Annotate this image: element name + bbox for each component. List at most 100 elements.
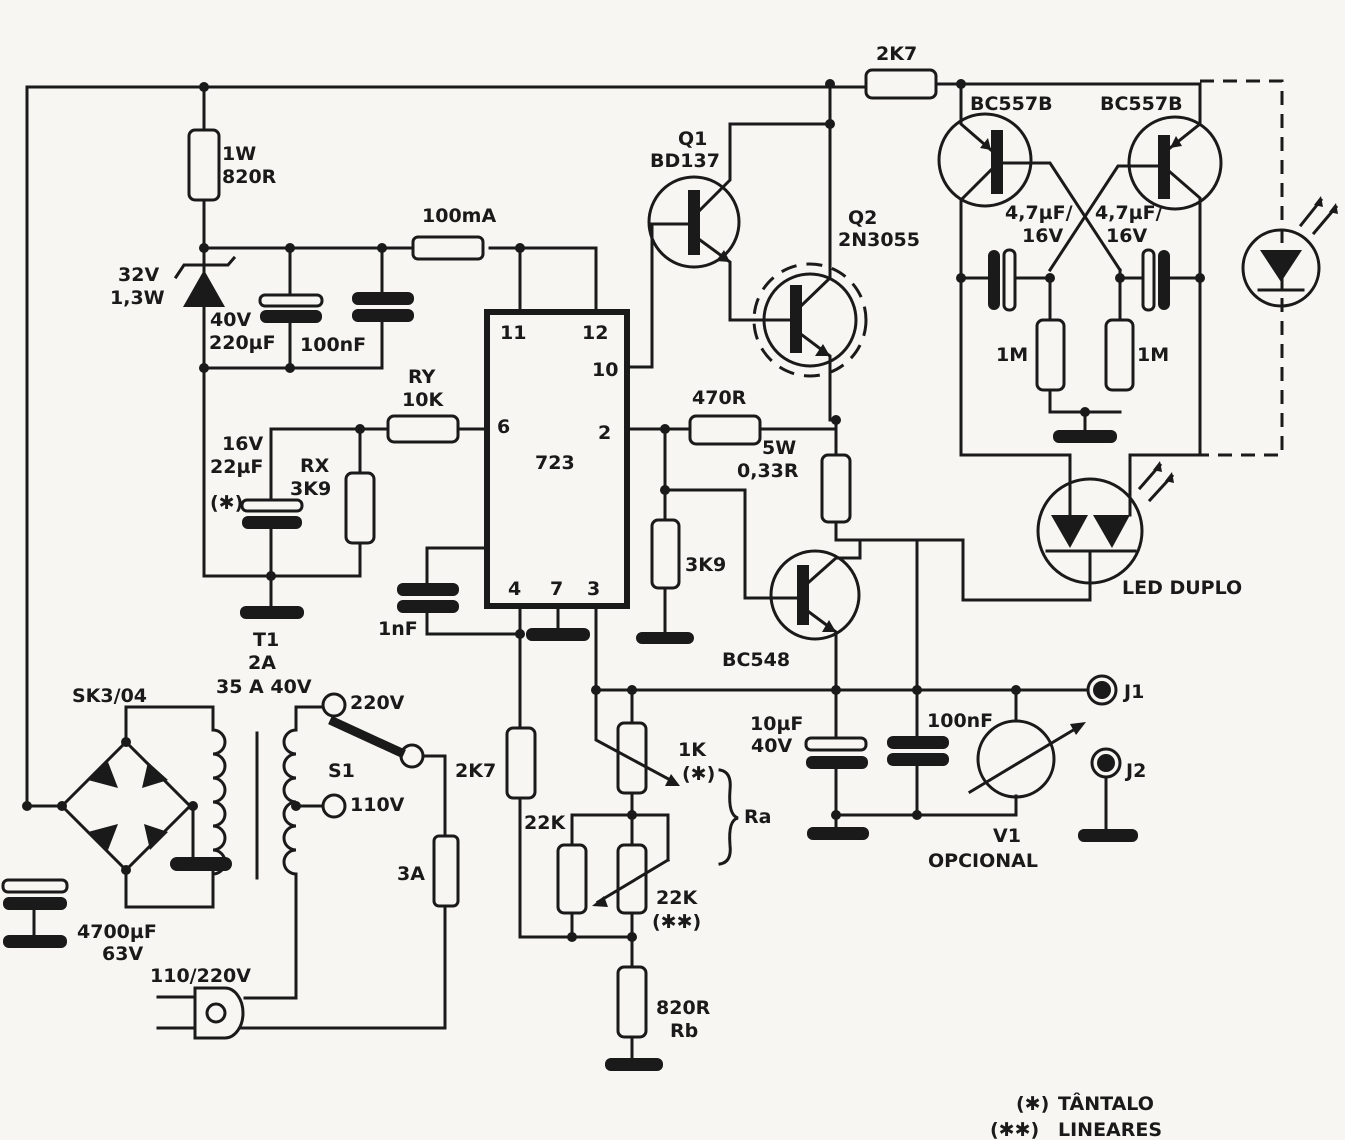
meter-arrow-icon — [1070, 722, 1086, 735]
led-duplo: LED DUPLO — [858, 453, 1242, 602]
wiper-arrow-icon — [665, 774, 680, 786]
pin-4: 4 — [508, 578, 521, 600]
label-1m-right: 1M — [1137, 344, 1169, 366]
resistor-1m-right: 1M — [1104, 318, 1169, 392]
led-triangle-icon — [1051, 515, 1088, 548]
label-1-3w: 1,3W — [110, 287, 165, 309]
jack-j1[interactable]: J1 — [1086, 674, 1144, 706]
label-1k: 1K — [678, 739, 707, 761]
label-2n3055: 2N3055 — [838, 229, 920, 251]
label-22k-pot-note: (✱✱) — [652, 911, 701, 933]
label-16v-right: 16V — [1106, 225, 1147, 247]
fuse-100ma: 100mA — [411, 205, 496, 261]
pin-2: 2 — [598, 422, 611, 444]
wiper-arrow-icon — [592, 896, 608, 907]
top-rail-wire — [25, 82, 1202, 808]
ic-name: 723 — [535, 452, 575, 474]
pin-12: 12 — [582, 322, 608, 344]
jack-j2[interactable]: J2 — [1078, 747, 1146, 842]
label-5w: 5W — [762, 437, 796, 459]
label-bc557b-left: BC557B — [970, 93, 1053, 115]
label-rx: RX — [300, 455, 330, 477]
label-820r-rb: 820R — [656, 997, 711, 1019]
bridge-rectifier-sk3-04: SK3/04 — [25, 685, 232, 909]
fuse-3a: 3A — [397, 834, 460, 908]
ground-symbol — [526, 628, 590, 641]
resistor-22k: 22K — [524, 812, 588, 915]
mains-plug[interactable]: 110/220V — [150, 965, 251, 1040]
label-40v-out: 40V — [751, 735, 792, 757]
label-s1: S1 — [328, 760, 355, 782]
label-220uf: 220µF — [209, 332, 276, 354]
capacitor-4700uf: 4700µF 63V — [1, 878, 157, 965]
label-bc557b-right: BC557B — [1100, 93, 1183, 115]
label-1k-note: (✱) — [682, 763, 715, 785]
ic-723: 11 12 10 6 2 723 4 7 3 — [484, 309, 630, 609]
capacitor-100nf-top: 100nF — [300, 246, 414, 370]
label-10k: 10K — [402, 389, 444, 411]
switch-s1[interactable]: 220V S1 110V — [236, 692, 447, 1030]
label-q1: Q1 — [678, 128, 707, 150]
label-3k9: 3K9 — [685, 554, 726, 576]
ground-symbol — [807, 827, 869, 840]
label-v1: V1 — [993, 825, 1021, 847]
transistor-q1-bd137: Q1 BD137 — [647, 122, 832, 322]
label-820r: 820R — [222, 166, 277, 188]
label-ry: RY — [408, 366, 436, 388]
capacitor-220uf: 40V 220µF — [209, 246, 324, 370]
label-3a: 3A — [397, 863, 425, 885]
voltmeter-v1: V1 OPCIONAL — [928, 688, 1086, 872]
resistor-2k7-top: 2K7 — [864, 43, 938, 100]
diode-icon — [88, 762, 118, 788]
resistor-rb-820r: 820R Rb — [605, 965, 711, 1071]
ground-symbol — [605, 1058, 663, 1071]
potentiometer-22k[interactable]: 22K (✱✱) — [592, 813, 701, 933]
label-110v: 110V — [350, 794, 405, 816]
transformer-t1: 35 A 40V — [211, 676, 324, 1000]
label-100ma: 100mA — [422, 205, 496, 227]
diode-icon — [142, 762, 168, 788]
label-sk3-04: SK3/04 — [72, 685, 147, 707]
label-110-220v: 110/220V — [150, 965, 251, 987]
legend-symbol-2: (✱✱) — [990, 1119, 1039, 1140]
label-22k: 22K — [524, 812, 566, 834]
label-100nf-top: 100nF — [300, 334, 366, 356]
pin-11: 11 — [500, 322, 526, 344]
emitter-arrow-icon — [980, 138, 991, 150]
ra-brace — [718, 768, 739, 866]
label-t1: T1 — [253, 629, 279, 651]
label-40v: 40V — [210, 309, 251, 331]
label-2k7-top: 2K7 — [876, 43, 917, 65]
pin-10: 10 — [592, 359, 618, 381]
transistor-bc557b-right: BC557B — [1047, 82, 1223, 457]
legend-symbol-1: (✱) — [1016, 1093, 1049, 1115]
diode-icon — [88, 824, 118, 850]
label-100nf-out: 100nF — [927, 710, 993, 732]
label-2a: 2A — [248, 652, 276, 674]
label-q2: Q2 — [848, 207, 877, 229]
label-470r: 470R — [692, 387, 747, 409]
transistor-bc557b-left: BC557B — [937, 82, 1123, 457]
label-bd137: BD137 — [650, 150, 720, 172]
label-0-33r: 0,33R — [737, 460, 799, 482]
ground-symbol — [170, 857, 232, 871]
resistor-ry-10k: RY 10K — [269, 366, 489, 444]
transistor-q2-2n3055: Q2 2N3055 — [752, 85, 920, 422]
label-3k9-rx: 3K9 — [290, 478, 331, 500]
label-22uf: 22µF — [210, 456, 263, 478]
zener-diode: 32V 1,3W — [110, 246, 237, 372]
led-dashed-loop — [1200, 79, 1284, 457]
resistor-0-33r-5w: 5W 0,33R — [737, 418, 919, 692]
ground-symbol — [636, 632, 694, 644]
emitter-arrow-icon — [815, 344, 830, 356]
potentiometer-1k[interactable]: 1K (✱) — [594, 688, 715, 817]
capacitor-1nf: 1nF — [378, 546, 522, 640]
resistor-820r-1w: 1W 820R — [187, 85, 277, 250]
capacitor-22uf: 16V 22µF (✱) — [210, 427, 304, 578]
pin-6: 6 — [497, 416, 510, 438]
led-triangle-icon — [1260, 250, 1302, 282]
pin-3: 3 — [587, 578, 600, 600]
emitter-arrow-icon — [716, 250, 730, 262]
label-1w: 1W — [222, 143, 256, 165]
